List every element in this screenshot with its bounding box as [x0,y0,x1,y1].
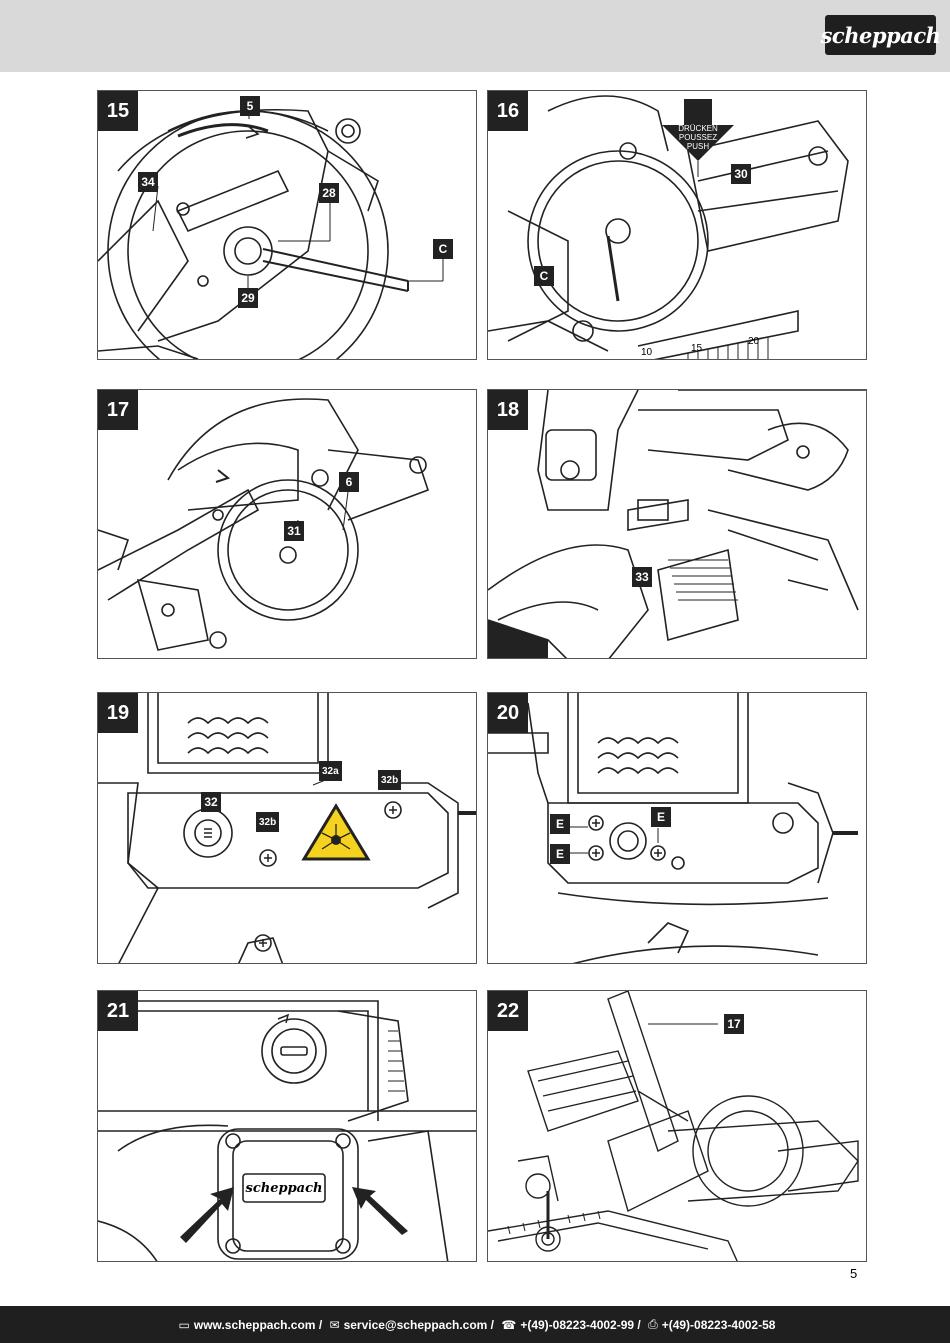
figure-22: 22 [487,990,867,1262]
figure-21-illustration [98,1000,476,1261]
footer-email: service@scheppach.com [343,1317,488,1332]
callout-e-3: E [651,807,671,827]
scale-label-20: 20 [748,336,760,347]
callout-6: 6 [339,472,359,492]
brand-logo: scheppach [821,15,941,55]
push-warning-label: DRÜCKEN POUSSEZ PUSH [668,124,728,151]
callout-32b-top: 32b [378,770,402,790]
figure-22-illustration [488,991,859,1261]
callout-e-2: E [550,844,570,864]
figure-number: 15 [98,91,138,131]
figure-number: 18 [488,390,528,430]
brand-logo-text: scheppach [820,22,941,48]
callout-5: 5 [240,96,260,116]
figure-20-illustration [488,693,858,963]
figure-number: 17 [98,390,138,430]
callout-c: C [534,266,554,286]
push-text-en: PUSH [686,142,710,151]
figure-20: 20 [487,692,867,964]
callout-e-1: E [550,814,570,834]
figure-15: 15 5 34 28 [97,90,477,360]
footer-website: www.scheppach.com [193,1317,316,1332]
phone-icon: ☎ [501,1317,517,1332]
callout-c: C [433,239,453,259]
mail-icon: ✉ [329,1317,340,1332]
motor-brand-plate: scheppach [245,1180,323,1196]
callout-34: 34 [138,172,158,192]
callout-29: 29 [238,288,258,308]
scale-label-15: 15 [691,343,703,354]
computer-icon: ▭ [178,1317,190,1332]
fax-icon: ⎙ [648,1317,658,1331]
figure-16-illustration [488,95,849,359]
push-text-de: DRÜCKEN [678,124,718,133]
figure-17: 17 6 31 [97,389,477,659]
callout-31: 31 [284,521,304,541]
figure-number: 16 [488,91,528,131]
push-text-fr: POUSSEZ [678,133,718,142]
callout-32: 32 [201,792,221,812]
callout-17: 17 [724,1014,744,1034]
figure-number: 22 [488,991,528,1031]
header-bar: scheppach [0,0,950,72]
figure-number: 21 [98,991,138,1031]
figure-17-illustration [98,398,430,651]
figure-15-illustration [98,101,444,359]
callout-30: 30 [731,164,751,184]
figure-19: 19 [97,692,477,964]
scale-label-10: 10 [641,347,653,358]
figure-16: 16 [487,90,867,360]
callout-33: 33 [632,567,652,587]
figure-18-illustration [488,390,866,658]
figure-18: 18 33 [487,389,867,659]
footer-bar: ▭ www.scheppach.com / ✉ service@scheppac… [0,1306,950,1343]
callout-32b-bottom: 32b [256,812,280,832]
page-number: 5 [850,1266,858,1281]
callout-28: 28 [319,183,339,203]
figure-number: 19 [98,693,138,733]
footer-fax: +(49)-08223-4002-58 [661,1317,776,1332]
figure-number: 20 [488,693,528,733]
callout-32a: 32a [319,761,342,781]
footer-phone: +(49)-08223-4002-99 [520,1317,635,1332]
figure-19-illustration [98,693,476,963]
figure-21: 21 [97,990,477,1262]
